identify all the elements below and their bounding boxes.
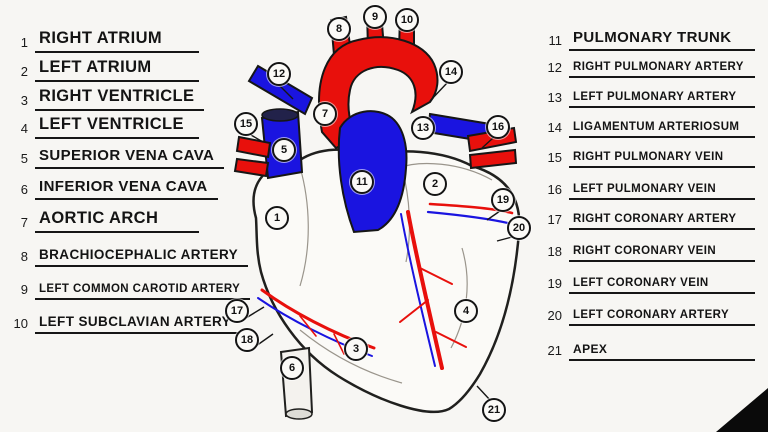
label-row-3: 3 RIGHT VENTRICLE <box>6 86 205 111</box>
callout-5: 5 <box>272 138 296 162</box>
left-coronary-vein <box>426 210 514 226</box>
label-text: BRACHIOCEPHALIC ARTERY <box>35 246 249 267</box>
label-number: 5 <box>20 151 28 166</box>
callout-21: 21 <box>482 398 506 422</box>
label-text: LEFT COMMON CAROTID ARTERY <box>35 282 251 300</box>
label-row-6: 6 INFERIOR VENA CAVA <box>6 177 218 200</box>
label-text: RIGHT ATRIUM <box>35 28 199 53</box>
label-text: RIGHT CORONARY ARTERY <box>569 212 755 230</box>
callout-18: 18 <box>235 328 259 352</box>
label-number: 21 <box>547 343 562 358</box>
label-number: 14 <box>547 120 562 135</box>
label-number: 18 <box>547 244 562 259</box>
label-number: 7 <box>20 215 28 230</box>
callout-6: 6 <box>280 356 304 380</box>
label-row-18: 18 RIGHT CORONARY VEIN <box>542 244 755 262</box>
label-text: LEFT CORONARY VEIN <box>569 276 755 294</box>
label-text: LEFT PULMONARY ARTERY <box>569 90 755 108</box>
callout-15: 15 <box>234 112 258 136</box>
callout-10: 10 <box>395 8 419 32</box>
label-number: 11 <box>548 33 563 48</box>
callout-14: 14 <box>439 60 463 84</box>
label-row-11: 11 PULMONARY TRUNK <box>542 28 755 51</box>
callout-4: 4 <box>454 299 478 323</box>
callout-19: 19 <box>491 188 515 212</box>
label-text: RIGHT PULMONARY VEIN <box>569 150 755 168</box>
label-text: PULMONARY TRUNK <box>569 28 755 51</box>
label-row-19: 19 LEFT CORONARY VEIN <box>542 276 755 294</box>
callout-1: 1 <box>265 206 289 230</box>
label-text: INFERIOR VENA CAVA <box>35 177 218 200</box>
callout-8: 8 <box>327 17 351 41</box>
callout-2: 2 <box>423 172 447 196</box>
callout-13: 13 <box>411 116 435 140</box>
label-number: 8 <box>20 249 28 264</box>
callout-11: 11 <box>350 170 374 194</box>
label-row-4: 4 LEFT VENTRICLE <box>6 114 199 139</box>
label-text: LEFT VENTRICLE <box>35 114 199 139</box>
label-text: SUPERIOR VENA CAVA <box>35 146 225 169</box>
label-number: 4 <box>20 121 28 136</box>
label-row-9: 9 LEFT COMMON CAROTID ARTERY <box>6 282 251 300</box>
label-text: RIGHT VENTRICLE <box>35 86 205 111</box>
label-row-7: 7 AORTIC ARCH <box>6 208 199 233</box>
label-row-10: 10 LEFT SUBCLAVIAN ARTERY <box>6 313 242 334</box>
label-number: 19 <box>547 276 562 291</box>
label-number: 3 <box>20 93 28 108</box>
label-text: LEFT ATRIUM <box>35 57 199 82</box>
callout-3: 3 <box>344 337 368 361</box>
label-row-15: 15 RIGHT PULMONARY VEIN <box>542 150 755 168</box>
label-number: 16 <box>547 182 562 197</box>
label-row-5: 5 SUPERIOR VENA CAVA <box>6 146 225 169</box>
label-number: 20 <box>547 308 562 323</box>
label-number: 12 <box>547 60 562 75</box>
label-text: LEFT SUBCLAVIAN ARTERY <box>35 313 242 334</box>
callout-9: 9 <box>363 5 387 29</box>
label-row-20: 20 LEFT CORONARY ARTERY <box>542 308 755 326</box>
label-text: LEFT PULMONARY VEIN <box>569 182 755 200</box>
pulmonary-trunk <box>337 110 408 234</box>
label-number: 1 <box>20 35 28 50</box>
label-text: APEX <box>569 341 755 361</box>
label-row-1: 1 RIGHT ATRIUM <box>6 28 199 53</box>
label-row-14: 14 LIGAMENTUM ARTERIOSUM <box>542 120 755 138</box>
callout-20: 20 <box>507 216 531 240</box>
label-text: LEFT CORONARY ARTERY <box>569 308 755 326</box>
label-row-2: 2 LEFT ATRIUM <box>6 57 199 82</box>
label-number: 13 <box>547 90 562 105</box>
label-number: 10 <box>13 316 28 331</box>
callout-12: 12 <box>267 62 291 86</box>
label-number: 2 <box>20 64 28 79</box>
label-number: 6 <box>20 182 28 197</box>
label-text: RIGHT PULMONARY ARTERY <box>569 60 755 78</box>
label-text: LIGAMENTUM ARTERIOSUM <box>569 120 755 138</box>
label-text: RIGHT CORONARY VEIN <box>569 244 755 262</box>
label-row-13: 13 LEFT PULMONARY ARTERY <box>542 90 755 108</box>
label-row-21: 21 APEX <box>542 341 755 361</box>
label-row-12: 12 RIGHT PULMONARY ARTERY <box>542 60 755 78</box>
anterior-interventricular-artery <box>406 210 444 370</box>
callout-16: 16 <box>486 115 510 139</box>
label-row-8: 8 BRACHIOCEPHALIC ARTERY <box>6 246 249 267</box>
label-number: 17 <box>547 212 562 227</box>
label-number: 9 <box>20 282 28 297</box>
callout-17: 17 <box>225 299 249 323</box>
label-row-16: 16 LEFT PULMONARY VEIN <box>542 182 755 200</box>
callout-7: 7 <box>313 102 337 126</box>
label-row-17: 17 RIGHT CORONARY ARTERY <box>542 212 755 230</box>
label-number: 15 <box>547 150 562 165</box>
label-text: AORTIC ARCH <box>35 208 199 233</box>
